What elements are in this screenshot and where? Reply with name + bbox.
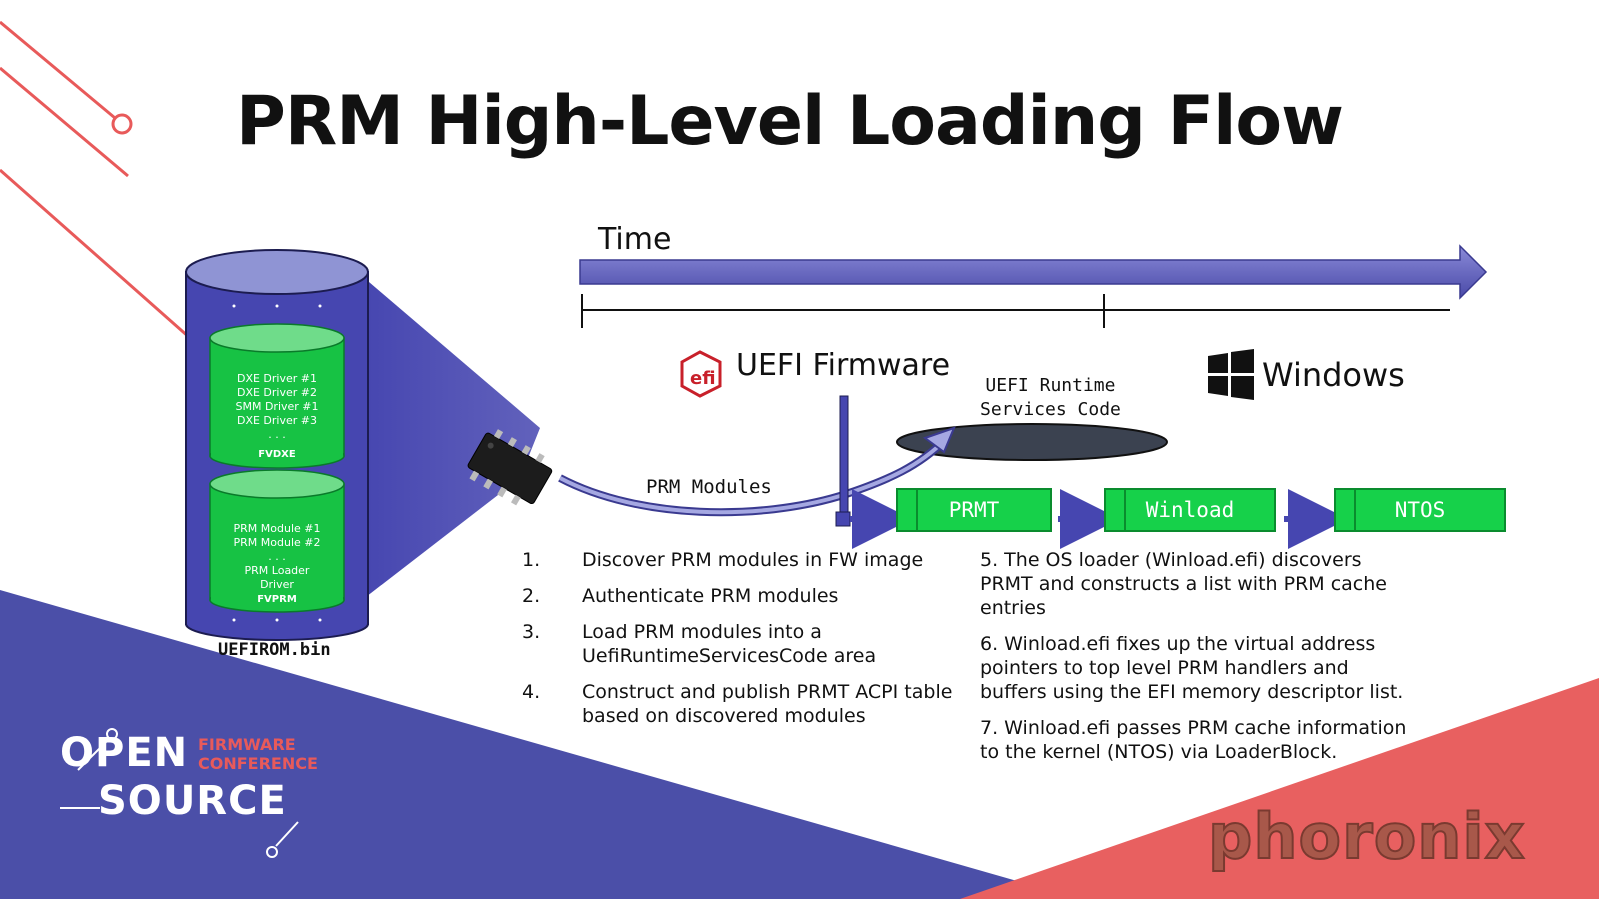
bg-blue-triangle (0, 590, 1080, 899)
timeline (581, 294, 1450, 328)
fvdxe-line: DXE Driver #3 (236, 414, 317, 427)
windows-logo-icon (1208, 349, 1254, 400)
time-label: Time (598, 222, 672, 257)
phoronix-watermark: phoronix (1207, 799, 1526, 874)
stage-prmt-label: PRMT (948, 498, 1000, 522)
step-text: Authenticate PRM modules (582, 585, 839, 607)
runtime-services-label: UEFI Runtime Services Code (980, 374, 1121, 422)
step-5: 5. The OS loader (Winload.efi) discovers… (980, 549, 1387, 619)
fvprm-line: PRM Loader (244, 564, 310, 577)
step-text: Construct and publish PRMT ACPI table ba… (582, 681, 953, 727)
logo-open: OPEN (60, 730, 189, 776)
fvprm-line: PRM Module #1 (233, 522, 321, 535)
step-7: 7. Winload.efi passes PRM cache informat… (980, 717, 1407, 763)
uefi-firmware-label: UEFI Firmware (736, 348, 951, 383)
projection-beam (362, 276, 540, 600)
windows-label: Windows (1262, 356, 1405, 394)
bg-red-triangle (960, 678, 1599, 899)
rom-label: UEFIROM.bin (218, 640, 331, 660)
logo-conference: CONFERENCE (198, 754, 318, 773)
prm-modules-label: PRM Modules (646, 476, 772, 498)
step-6: 6. Winload.efi fixes up the virtual addr… (980, 633, 1404, 703)
fvdxe-contents: DXE Driver #1 DXE Driver #2 SMM Driver #… (207, 372, 347, 442)
stage-ntos: NTOS (1334, 488, 1506, 532)
fvdxe-line: DXE Driver #1 (236, 372, 317, 385)
step-text: Load PRM modules into a UefiRuntimeServi… (582, 621, 877, 667)
logo-firmware: FIRMWARE (198, 735, 296, 754)
step-number: 4. (522, 681, 541, 703)
step-number: 3. (522, 621, 541, 643)
fvdxe-label: FVDXE (258, 449, 296, 460)
fvprm-line: PRM Module #2 (233, 536, 321, 549)
prm-arrow-head (922, 426, 956, 454)
runtime-services-ellipse (896, 423, 1168, 461)
fvprm-label: FVPRM (257, 594, 297, 605)
step-number: 1. (522, 549, 541, 571)
time-arrow (579, 244, 1488, 300)
logo-source: SOURCE (98, 778, 287, 824)
fvprm-line: Driver (260, 578, 294, 591)
fvprm-contents: PRM Module #1 PRM Module #2 . . . PRM Lo… (207, 522, 347, 592)
stage-winload-label: Winload (1145, 498, 1235, 522)
chip-icon (467, 429, 553, 506)
osfc-logo-icon (60, 728, 299, 858)
stage-prmt: PRMT (896, 488, 1052, 532)
stage-ntos-label: NTOS (1394, 498, 1446, 522)
deco-line-3 (0, 168, 191, 340)
fvdxe-line: . . . (268, 428, 286, 441)
fvdxe-line: SMM Driver #1 (235, 400, 319, 413)
fvprm-line: . . . (268, 550, 286, 563)
prm-modules-arrow (559, 438, 947, 515)
stage-winload: Winload (1104, 488, 1276, 532)
step-text: Discover PRM modules in FW image (582, 549, 924, 571)
step-number: 2. (522, 585, 541, 607)
logo-firmware-conference: FIRMWARE CONFERENCE (198, 735, 338, 773)
deco-circle (111, 113, 133, 135)
deco-line-2 (0, 66, 129, 178)
uefi-logo-icon: efi (680, 350, 722, 398)
page-title: PRM High-Level Loading Flow (236, 82, 1344, 161)
runtime-label-line1: UEFI Runtime (985, 375, 1116, 396)
runtime-label-line2: Services Code (980, 399, 1121, 420)
deco-line-1 (0, 20, 116, 120)
fvdxe-line: DXE Driver #2 (236, 386, 317, 399)
rom-cylinder (185, 249, 369, 641)
svg-text:efi: efi (690, 368, 716, 389)
